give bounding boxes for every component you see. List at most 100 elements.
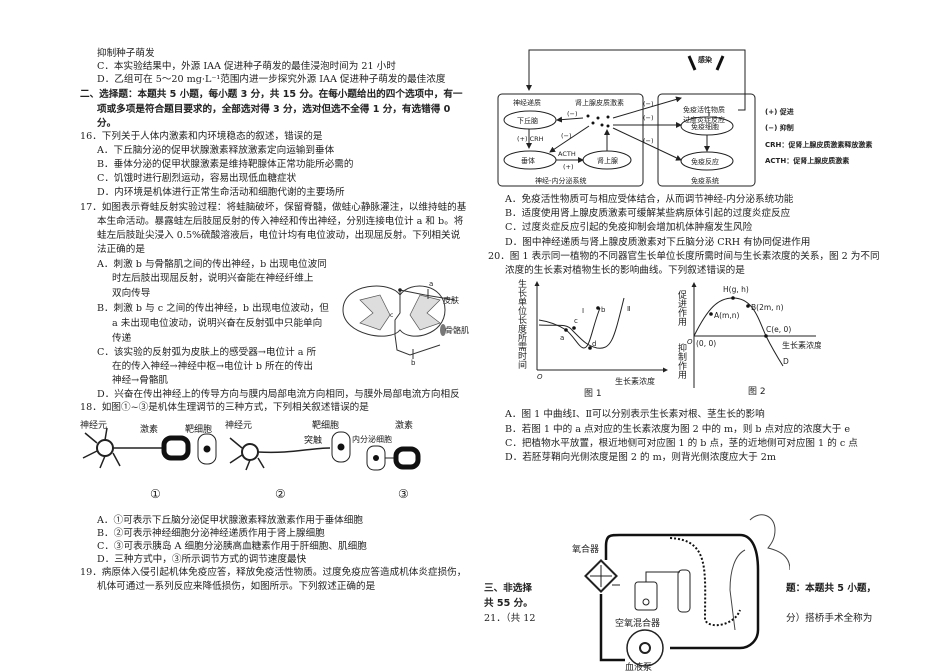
mode-2: 神经元 突触 靶细胞 ②	[225, 419, 351, 501]
label-immune-resp: 免疫反应	[691, 157, 719, 166]
question-21: 21．（共 12	[484, 613, 536, 624]
label-synapse: 突触	[304, 434, 322, 446]
text-line: 分）搭桥手术全称为	[786, 613, 873, 624]
text-line: 本生命活动。暴露蛙左后肢屈反射的传入神经和传出神经，分别连接电位计 a 和 b。…	[97, 216, 464, 227]
fig1-caption: 图 1	[584, 388, 602, 398]
label-neuron: 神经元	[225, 419, 252, 431]
fig2-H: H(g, h)	[723, 285, 749, 294]
text-line: 机体可通过一系列反应来降低损伤，如图所示。下列叙述正确的是	[97, 581, 376, 592]
label-immune-active: 免疫活性物质	[683, 105, 725, 114]
label-target: 靶细胞	[312, 419, 339, 431]
text-line: 在的传入神经→神经中枢→电位计 b 所在的传出	[112, 361, 314, 372]
label-3: ③	[398, 487, 409, 501]
label-b: b	[411, 359, 416, 365]
question-16: 16．下列关于人体内激素和内环境稳态的叙述，错误的是	[80, 131, 323, 142]
bypass-surgery-figure: 氧合器 血液泵 空氧混合器	[572, 514, 790, 671]
legend-acth: ACTH：促肾上腺皮质激素	[765, 156, 849, 165]
label-mixer: 空氧混合器	[615, 617, 660, 629]
fig1-xlabel: 生长素浓度	[615, 376, 655, 386]
label-c: c	[390, 312, 393, 319]
option-c: C．该实验的反射弧为皮肤上的感受器→电位计 a 所	[97, 347, 317, 358]
question-18: 18．如图①~③是机体生理调节的三种方式，下列相关叙述错误的是	[80, 402, 369, 413]
label-inflam: 过度炎症反应	[683, 115, 725, 124]
option-b: B．若图 1 中的 a 点对应的生长素浓度为图 2 中的 m，则 b 点对应的浓…	[505, 424, 851, 435]
label-minus: (−)	[561, 132, 572, 140]
option-b: B．②可表示神经细胞分泌神经递质作用于肾上腺细胞	[97, 528, 325, 539]
label-a: a	[429, 280, 433, 288]
option-d: D．图中神经递质与肾上腺皮质激素对下丘脑分泌 CRH 有协同促进作用	[505, 237, 811, 248]
option-b: B．垂体分泌的促甲状腺激素是维持靶腺体正常功能所必需的	[97, 159, 354, 170]
spinal-reflex-figure: a b c 皮肤 骨骼肌	[342, 280, 469, 365]
label-hormone: 激素	[140, 423, 158, 435]
option-c: C．饥饿时进行剧烈运动，容易出现低血糖症状	[97, 173, 297, 184]
label-target: 靶细胞	[185, 423, 212, 435]
option-a: A．图 1 中曲线Ⅰ、Ⅱ可以分别表示生长素对根、茎生长的影响	[505, 409, 765, 420]
text-line: 神经→骨骼肌	[112, 375, 169, 386]
option-c: C．③可表示胰岛 A 细胞分泌胰高血糖素作用于肝细胞、肌细胞	[97, 541, 367, 552]
fig1-curve-I: I	[582, 307, 584, 315]
label-ne-system: 神经-内分泌系统	[535, 176, 587, 185]
question-17: 17．如图表示脊蛙反射实验过程：将蛙脑破坏，保留脊髓，做蛙心静脉灌注，以维持蛙的…	[80, 202, 467, 213]
fig2-B: B(2m, n)	[751, 303, 784, 312]
fig2-ylabel-down: 抑制作用	[676, 343, 686, 379]
label-endocrine: 内分泌细胞	[352, 434, 392, 444]
label-cortisol: 肾上腺皮质激素	[575, 98, 624, 107]
option-a: A．免疫活性物质可与相应受体结合，从而调节神经-内分泌系统功能	[505, 194, 794, 205]
fig1-origin: O	[537, 373, 543, 381]
label-neuron: 神经元	[80, 419, 107, 431]
option-a: A．下丘脑分泌的促甲状腺激素释放激素定向运输到垂体	[97, 145, 335, 156]
label-minus: (−)	[643, 137, 654, 145]
section-heading: 共 55 分。	[484, 598, 533, 609]
fig2-ylabel-up: 促进作用	[676, 290, 686, 326]
fig2-A: A(m,n)	[714, 311, 740, 320]
label-minus: (−)	[567, 110, 578, 118]
option-b: B．刺激 b 与 c 之间的传出神经，b 出现电位波动，但	[97, 303, 329, 314]
option-c: C．把植物水平放置，根近地侧可对应图 1 的 b 点，茎的近地侧可对应图 1 的…	[505, 438, 858, 449]
option-d: D．内环境是机体进行正常生命活动和细胞代谢的主要场所	[97, 187, 345, 198]
section-heading: 题：本题共 5 小题，	[786, 583, 877, 594]
option-d: D．三种方式中，③所示调节方式的调节速度最快	[97, 554, 307, 565]
option-a: A．刺激 b 与骨骼肌之间的传出神经，b 出现电位波同	[97, 259, 327, 270]
fig2-caption: 图 2	[748, 386, 766, 397]
label-skin: 皮肤	[443, 295, 459, 305]
figure-2: O 生长素浓度 H(g, h) A(m,n) B(2m, n) C(e, 0) …	[687, 282, 821, 397]
label-pituitary: 垂体	[521, 156, 535, 165]
fig1-d: d	[592, 340, 596, 348]
fig1-b: b	[601, 306, 606, 314]
label-hypothal: 下丘脑	[517, 116, 538, 125]
text-line: 法正确的是	[97, 244, 145, 255]
text-line: 双向传导	[112, 288, 151, 299]
section-heading: 三、非选择	[484, 583, 532, 594]
text-line: a 未出现电位波动，说明兴奋在反射弧中只能单向	[112, 318, 323, 329]
label-minus: (−)	[643, 100, 654, 108]
label-im-system: 免疫系统	[691, 176, 719, 185]
fig2-zero: (0, 0)	[696, 339, 716, 348]
fig2-C: C(e, 0)	[766, 325, 791, 334]
option-d: D．若胚芽鞘向光侧浓度是图 2 的 m，则背光侧浓度应大于 2m	[505, 452, 776, 463]
label-oxygenator: 氧合器	[572, 543, 599, 555]
fig2-origin: O	[687, 338, 693, 346]
label-immune-cell: 免疫细胞	[691, 122, 719, 131]
section-heading: 二、选择题：本题共 5 小题，每小题 3 分，共 15 分。在每小题给出的四个选…	[80, 89, 463, 100]
label-2: ②	[275, 487, 286, 501]
label-hormone: 激素	[395, 419, 413, 431]
figure-1: O 生长素浓度 a c b d I Ⅱ 图 1	[534, 281, 668, 398]
label-pump: 血液泵	[625, 661, 652, 671]
label-infection: 感染	[698, 55, 713, 64]
label-minus: (−)	[643, 114, 654, 122]
option-b: B．适度使用肾上腺皮质激素可缓解某些病原体引起的过度炎症反应	[505, 208, 791, 219]
fig1-curve-II: Ⅱ	[627, 305, 630, 313]
label-muscle: 骨骼肌	[445, 325, 469, 335]
fig2-D: D	[783, 357, 789, 366]
label-adrenal: 肾上腺	[597, 156, 618, 165]
legend-crh: CRH：促肾上腺皮质激素释放激素	[765, 140, 872, 149]
mode-3: 内分泌细胞 激素 ③	[352, 419, 421, 501]
legend-minus: (−) 抑制	[765, 123, 794, 132]
question-20: 20．图 1 表示同一植物的不同器官生长单位长度所需时间与生长素浓度的关系，图 …	[488, 251, 880, 262]
regulation-modes-figure: 神经元 激素 靶细胞 ① 神经元 突触 靶细胞 ② 内分泌细胞 激素 ③	[80, 419, 421, 501]
label-neurotrans: 神经递质	[513, 98, 541, 107]
label-plus: (+)	[563, 163, 574, 171]
text-line: 时左后肢出现屈反射，说明兴奋能在神经纤维上	[112, 273, 314, 284]
section-heading: 项或多项是符合题目要求的，全部选对得 3 分，选对但选不全得 1 分，有选错得 …	[97, 104, 451, 115]
fig1-a: a	[560, 334, 564, 342]
